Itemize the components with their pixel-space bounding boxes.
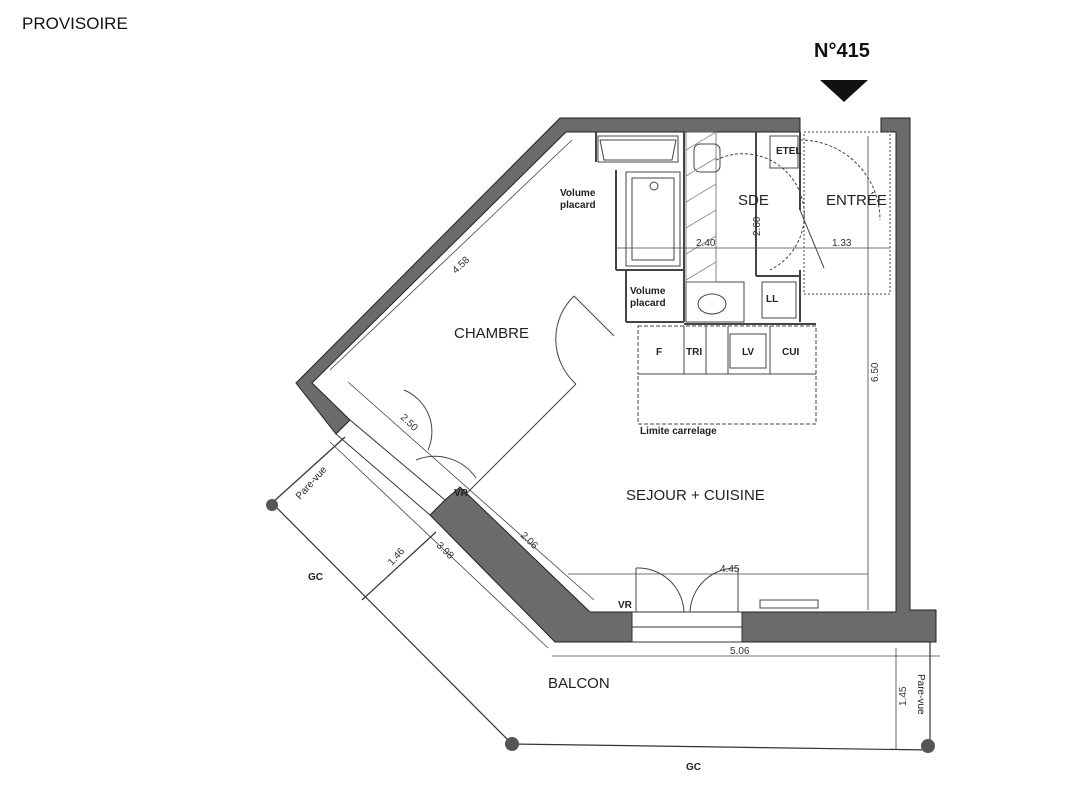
ll-label: LL — [766, 294, 778, 305]
volume-placard-label-1: Volume — [560, 188, 596, 199]
dim-240: 2.40 — [696, 238, 716, 249]
dimension-lines — [329, 136, 940, 750]
lv-label: LV — [742, 347, 754, 358]
pare-vue-label-2: Pare-vue — [915, 674, 926, 715]
window-opening — [335, 419, 743, 643]
dim-506: 5.06 — [730, 646, 750, 657]
dim-650: 6.50 — [870, 362, 881, 382]
etel-label: ETEL — [776, 146, 802, 157]
balcony-post-icon — [266, 499, 278, 511]
dim-458: 4.58 — [450, 254, 472, 276]
door-swings — [403, 131, 891, 613]
balcony-post-icon — [505, 737, 519, 751]
dim-398: 3.98 — [434, 540, 456, 562]
room-chambre: CHAMBRE — [454, 325, 529, 342]
dim-133: 1.33 — [832, 238, 852, 249]
dim-146: 1.46 — [386, 546, 407, 568]
dim-445: 4.45 — [720, 564, 740, 575]
gc-label-2: GC — [686, 762, 701, 773]
limite-carrelage-label: Limite carrelage — [640, 426, 717, 437]
room-sejour-cuisine: SEJOUR + CUISINE — [626, 487, 765, 504]
vr-label-1: VR — [454, 488, 469, 499]
room-balcon: BALCON — [548, 675, 610, 692]
pare-vue-label-1: Pare-vue — [294, 464, 330, 502]
tri-label: TRI — [686, 347, 702, 358]
room-sde: SDE — [738, 192, 769, 209]
dim-250: 2.50 — [398, 412, 420, 434]
balcony-post-icon — [921, 739, 935, 753]
gc-label-1: GC — [308, 572, 323, 583]
volume-placard-label-2: Volume — [630, 286, 666, 297]
fridge-label: F — [656, 347, 662, 358]
room-entree: ENTRÉE — [826, 192, 887, 209]
volume-placard-label-1b: placard — [560, 200, 596, 211]
interior-partitions — [595, 132, 816, 325]
volume-placard-label-2b: placard — [630, 298, 666, 309]
dim-145: 1.45 — [898, 686, 909, 706]
cui-label: CUI — [782, 347, 799, 358]
apartment-number: N°415 — [814, 40, 870, 62]
entrance-arrow-icon — [820, 80, 868, 102]
shower-hatch — [685, 131, 717, 283]
balcony-outline — [271, 436, 931, 751]
fixtures — [597, 135, 819, 609]
provisional-label: PROVISOIRE — [22, 14, 128, 33]
vr-label-2: VR — [618, 600, 633, 611]
dim-260: 2.60 — [752, 216, 763, 236]
